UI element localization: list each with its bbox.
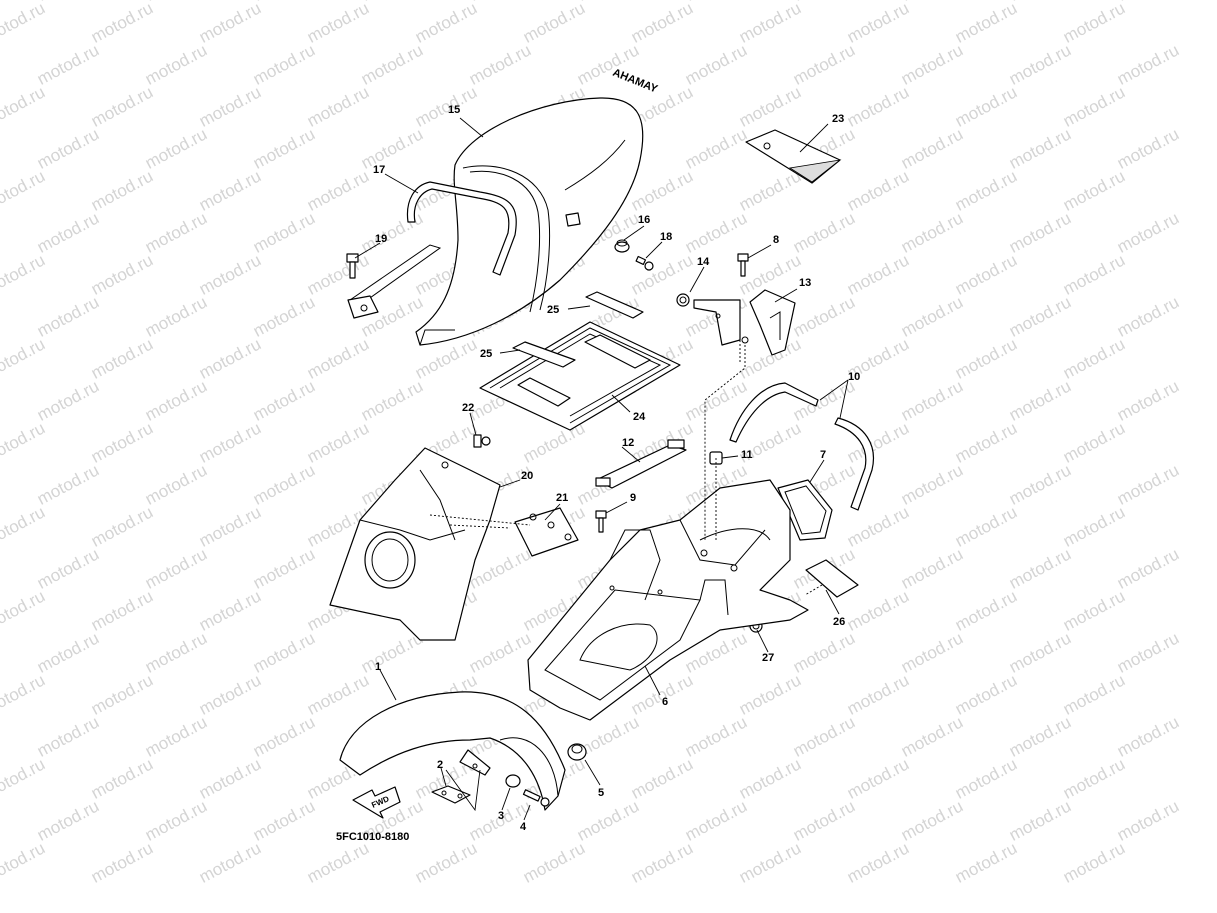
callout-13: 13 [799, 277, 811, 289]
callout-22: 22 [462, 402, 474, 414]
part-strap-12[interactable] [595, 439, 687, 489]
part-bolt-22[interactable] [473, 434, 491, 448]
callout-21: 21 [556, 492, 568, 504]
callout-25-upper: 25 [547, 304, 559, 316]
callout-27: 27 [762, 652, 774, 664]
callout-18: 18 [660, 231, 672, 243]
part-plate-26[interactable] [805, 559, 859, 598]
part-bracket-14[interactable] [676, 293, 741, 346]
part-rear-fender-6[interactable] [527, 479, 809, 721]
part-pad-25-lower[interactable] [512, 341, 576, 368]
callout-26: 26 [833, 616, 845, 628]
callout-15: 15 [448, 104, 460, 116]
part-collar-3[interactable] [505, 774, 521, 788]
part-front-fender-1[interactable] [339, 691, 566, 811]
part-bolt-4[interactable] [522, 789, 550, 807]
part-plate-2[interactable] [431, 785, 471, 804]
fwd-arrow-icon: FWD [352, 786, 401, 819]
callout-6: 6 [662, 696, 668, 708]
part-screw-18[interactable] [635, 255, 654, 271]
callout-11: 11 [741, 449, 753, 461]
callout-3: 3 [498, 810, 504, 822]
seat-emblem: AHAMAY [611, 67, 660, 96]
part-tray-24[interactable] [479, 321, 681, 431]
part-bolt-19[interactable] [346, 253, 359, 279]
callout-10: 10 [848, 371, 860, 383]
callout-14: 14 [697, 256, 710, 268]
callout-25-lower: 25 [480, 348, 492, 360]
callout-5: 5 [598, 787, 604, 799]
callout-9: 9 [630, 492, 636, 504]
part-bolt-9[interactable] [595, 510, 607, 533]
part-bracket-13[interactable] [741, 289, 796, 356]
callout-1: 1 [375, 661, 381, 673]
callout-17: 17 [373, 164, 385, 176]
assembly-lines [429, 340, 823, 596]
part-label-23[interactable] [745, 129, 842, 184]
part-grab-bar[interactable] [347, 181, 517, 319]
part-damper-16[interactable] [614, 239, 630, 253]
leader-lines [354, 117, 849, 821]
callout-23: 23 [832, 113, 844, 125]
drawing-code: 5FC1010-8180 [336, 831, 409, 843]
callout-19: 19 [375, 233, 387, 245]
part-label-21[interactable] [514, 507, 579, 557]
callout-24: 24 [633, 411, 646, 423]
callout-12: 12 [622, 437, 634, 449]
part-inner-fender-20[interactable] [329, 447, 501, 641]
callout-8: 8 [773, 234, 779, 246]
part-pad-25-upper[interactable] [585, 291, 644, 319]
callout-7: 7 [820, 449, 826, 461]
part-trim-10[interactable] [729, 382, 874, 511]
callout-16: 16 [638, 214, 650, 226]
callout-2: 2 [437, 759, 443, 771]
callout-4: 4 [520, 821, 527, 833]
part-seat[interactable] [415, 97, 644, 346]
callout-labels: 15 17 19 16 18 23 14 8 13 25 25 24 10 22… [373, 104, 860, 833]
callout-20: 20 [521, 470, 533, 482]
part-cover-7[interactable] [777, 479, 833, 541]
part-grommet-5[interactable] [567, 743, 587, 761]
part-bolt-8[interactable] [737, 253, 749, 277]
